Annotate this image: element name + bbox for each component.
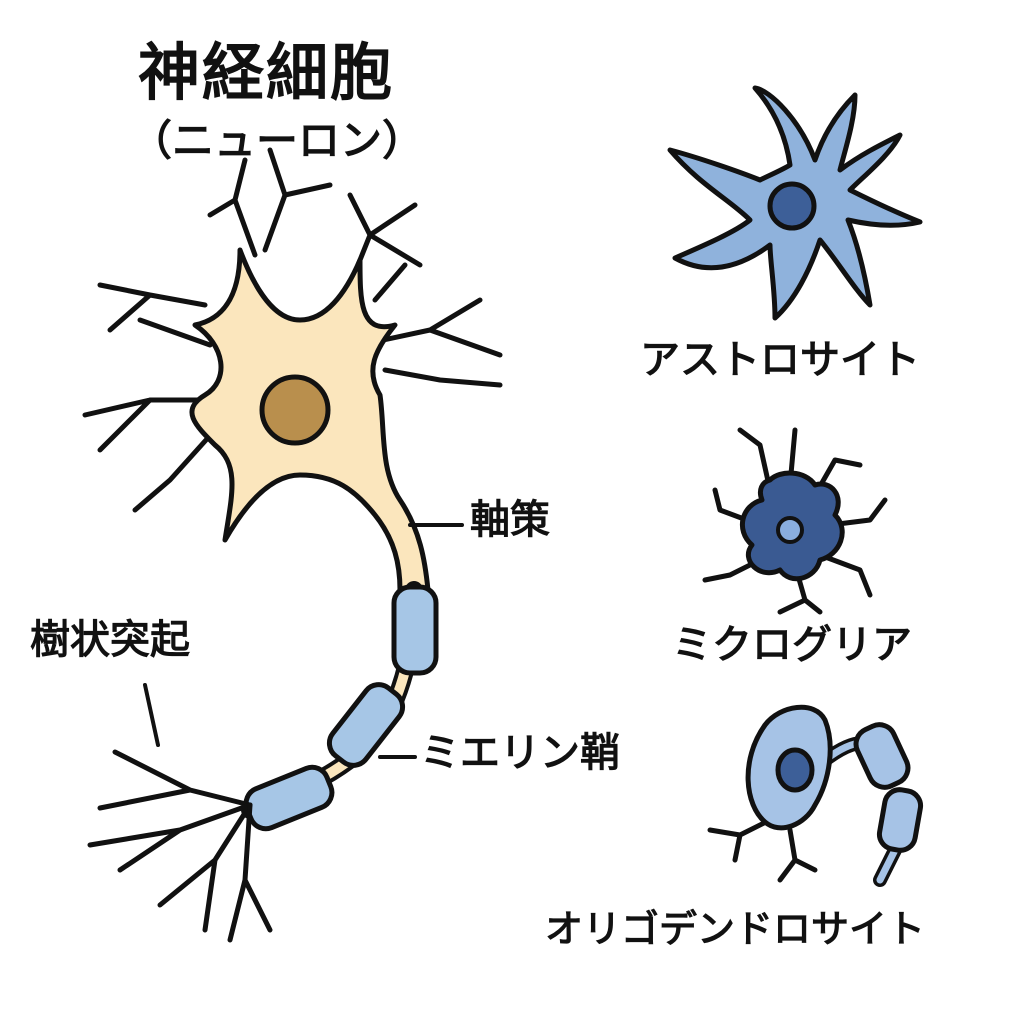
astrocyte-label: アストロサイト xyxy=(640,337,920,383)
oligodendrocyte xyxy=(707,704,924,887)
oligodendrocyte-myelin-segment xyxy=(876,787,924,853)
neuron-nucleus xyxy=(259,374,331,446)
leader-lines xyxy=(143,523,464,759)
oligodendrocyte-nucleus xyxy=(775,747,815,793)
diagram-subtitle: （ニューロン） xyxy=(130,116,425,165)
diagram-title: 神経細胞 xyxy=(138,36,395,109)
microglia-nucleus xyxy=(776,516,804,544)
astrocyte-nucleus xyxy=(767,181,817,231)
neuron xyxy=(82,147,503,943)
myelin-segment xyxy=(243,764,335,832)
myelin-segment xyxy=(326,682,406,768)
astrocyte xyxy=(667,85,923,321)
neuron-dendrite-branches xyxy=(82,147,503,513)
myelin-segment xyxy=(391,584,439,676)
oligodendrocyte-myelin-segment xyxy=(853,722,911,790)
dendrite-leader xyxy=(143,683,160,747)
myelin-label: ミエリン鞘 xyxy=(420,730,620,776)
oligodendrocyte-label: オリゴデンドロサイト xyxy=(545,907,926,951)
axon-label: 軸策 xyxy=(470,497,550,543)
microglia xyxy=(702,427,888,615)
axon-terminal-branches xyxy=(87,749,273,943)
microglia-label: ミクログリア xyxy=(672,622,912,668)
dendrite-label: 樹状突起 xyxy=(30,617,190,663)
